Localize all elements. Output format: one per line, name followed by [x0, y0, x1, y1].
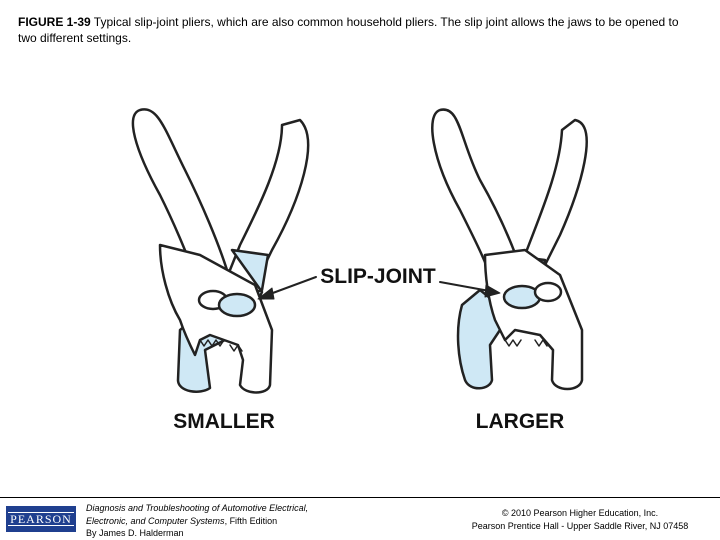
copyright-line1: © 2010 Pearson Higher Education, Inc. [501, 508, 659, 518]
pearson-logo: PEARSON [6, 506, 76, 532]
pliers-larger-front-jaw [483, 248, 584, 391]
pliers-illustration: SLIP-JOINT SMALLER LARGER [131, 108, 588, 433]
figure-caption: FIGURE 1-39 Typical slip-joint pliers, w… [18, 14, 698, 46]
pliers-smaller [131, 108, 310, 394]
book-citation: Diagnosis and Troubleshooting of Automot… [86, 502, 386, 540]
figure-caption-text: Typical slip-joint pliers, which are als… [18, 15, 679, 45]
copyright-line2: Pearson Prentice Hall - Upper Saddle Riv… [471, 520, 689, 531]
pliers-smaller-pivot [217, 292, 257, 318]
label-larger: LARGER [476, 410, 565, 433]
book-title-line1: Diagnosis and Troubleshooting of Automot… [86, 503, 309, 513]
pearson-logo-text: PEARSON [8, 512, 74, 526]
label-smaller: SMALLER [173, 410, 275, 433]
pliers-larger [431, 108, 588, 391]
footer-divider [0, 497, 720, 498]
callout-slip-joint-label: SLIP-JOINT [320, 265, 436, 288]
book-author: By James D. Halderman [86, 528, 184, 538]
book-title-line2: Electronic, and Computer Systems [86, 515, 225, 526]
figure-label: FIGURE 1-39 [18, 15, 91, 29]
copyright-block: © 2010 Pearson Higher Education, Inc. Pe… [400, 507, 700, 532]
book-edition: , Fifth Edition [224, 515, 278, 526]
pliers-smaller-front-jaw [158, 243, 274, 394]
pliers-larger-back-handle [523, 118, 588, 267]
